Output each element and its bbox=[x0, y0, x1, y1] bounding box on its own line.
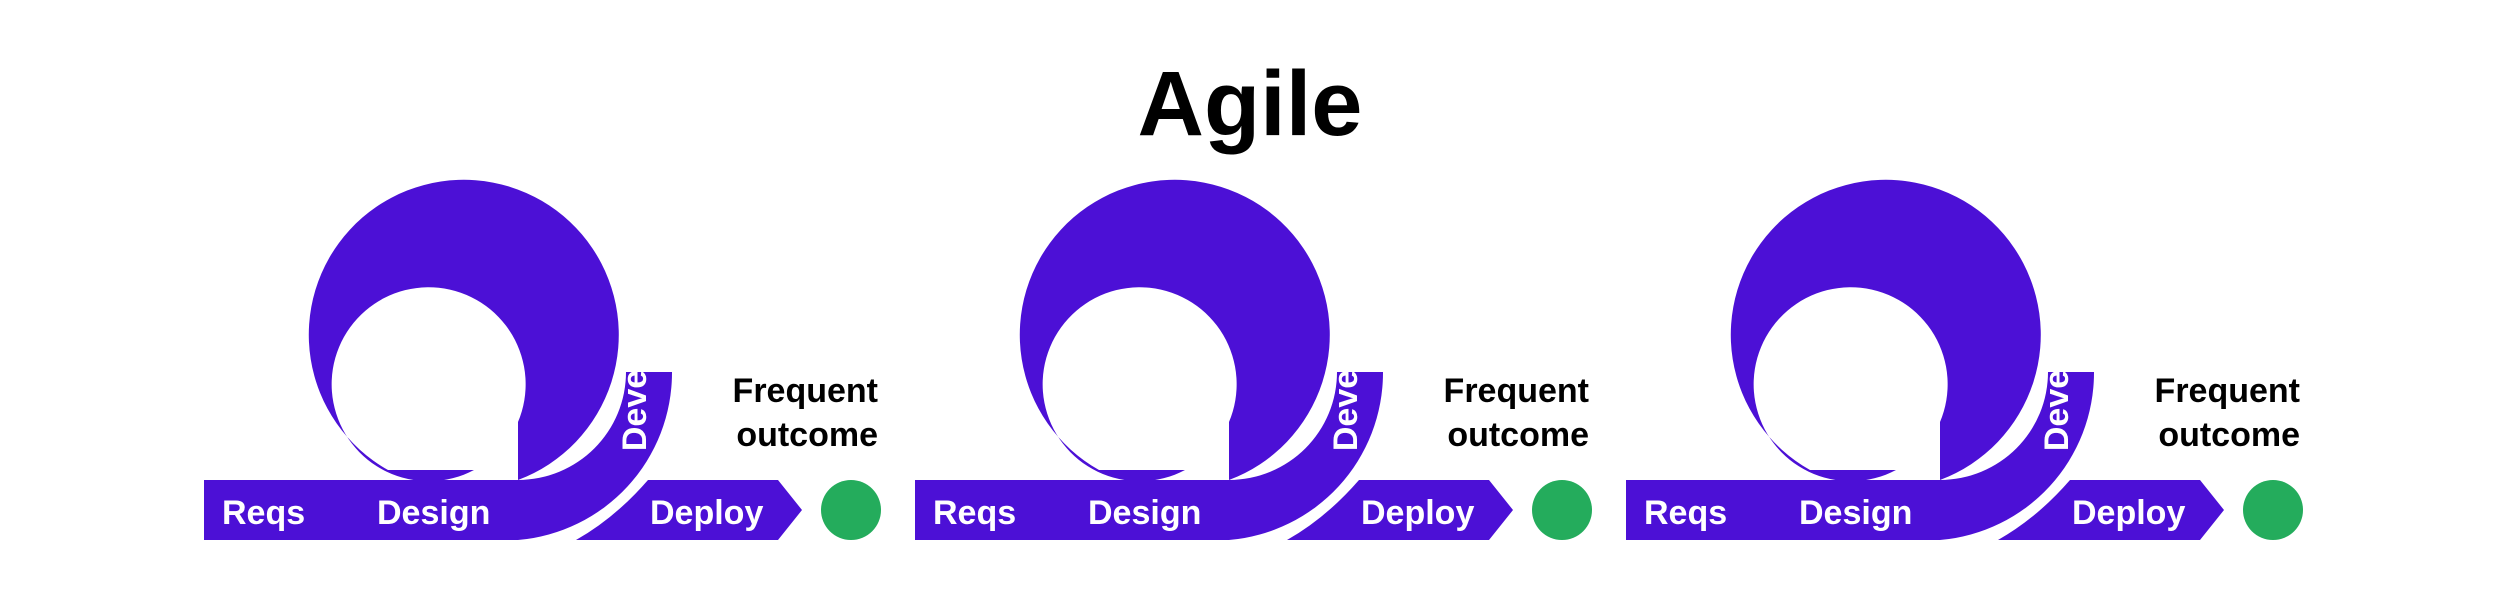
outcome-dot bbox=[1532, 480, 1592, 540]
stage-label-develop: Develop bbox=[2038, 319, 2076, 451]
stage-label-reqs: Reqs bbox=[1644, 494, 1727, 532]
outcome-label-line2: outcome bbox=[1447, 416, 1589, 454]
agile-cycle-3: Reqs Design Deploy Test Develop Frequent outco… bbox=[1626, 179, 2303, 540]
agile-cycle-2: Reqs Design Deploy Test Develop Frequent outco… bbox=[915, 179, 1592, 540]
stage-label-test: Test bbox=[377, 354, 415, 421]
stage-label-reqs: Reqs bbox=[933, 494, 1016, 532]
deploy-arrow bbox=[1998, 480, 2224, 540]
stage-label-design: Design bbox=[1799, 494, 1912, 532]
stage-label-reqs: Reqs bbox=[222, 494, 305, 532]
outcome-label-line1: Frequent bbox=[2155, 372, 2300, 410]
agile-cycle-1: Reqs Design Deploy Test Develop Frequent outco… bbox=[204, 179, 881, 540]
reqs-design-bar bbox=[915, 372, 1384, 540]
outcome-label-line1: Frequent bbox=[1444, 372, 1589, 410]
stage-label-design: Design bbox=[1088, 494, 1201, 532]
deploy-arrow bbox=[1287, 480, 1513, 540]
outcome-dot bbox=[821, 480, 881, 540]
loop-ring bbox=[1730, 179, 2041, 482]
stage-label-develop: Develop bbox=[616, 319, 654, 451]
stage-label-develop: Develop bbox=[1327, 319, 1365, 451]
stage-label-deploy: Deploy bbox=[650, 494, 763, 532]
deploy-arrow bbox=[576, 480, 802, 540]
reqs-design-bar bbox=[204, 372, 673, 540]
page-title: Agile bbox=[1137, 53, 1363, 155]
stage-label-design: Design bbox=[377, 494, 490, 532]
outcome-label-line2: outcome bbox=[2158, 416, 2300, 454]
stage-label-deploy: Deploy bbox=[2072, 494, 2185, 532]
loop-ring bbox=[308, 179, 619, 482]
stage-label-test: Test bbox=[1088, 354, 1126, 421]
stage-label-deploy: Deploy bbox=[1361, 494, 1474, 532]
outcome-label-line2: outcome bbox=[736, 416, 878, 454]
stage-label-test: Test bbox=[1799, 354, 1837, 421]
loop-ring bbox=[1019, 179, 1330, 482]
outcome-label-line1: Frequent bbox=[733, 372, 878, 410]
outcome-dot bbox=[2243, 480, 2303, 540]
reqs-design-bar bbox=[1626, 372, 2095, 540]
